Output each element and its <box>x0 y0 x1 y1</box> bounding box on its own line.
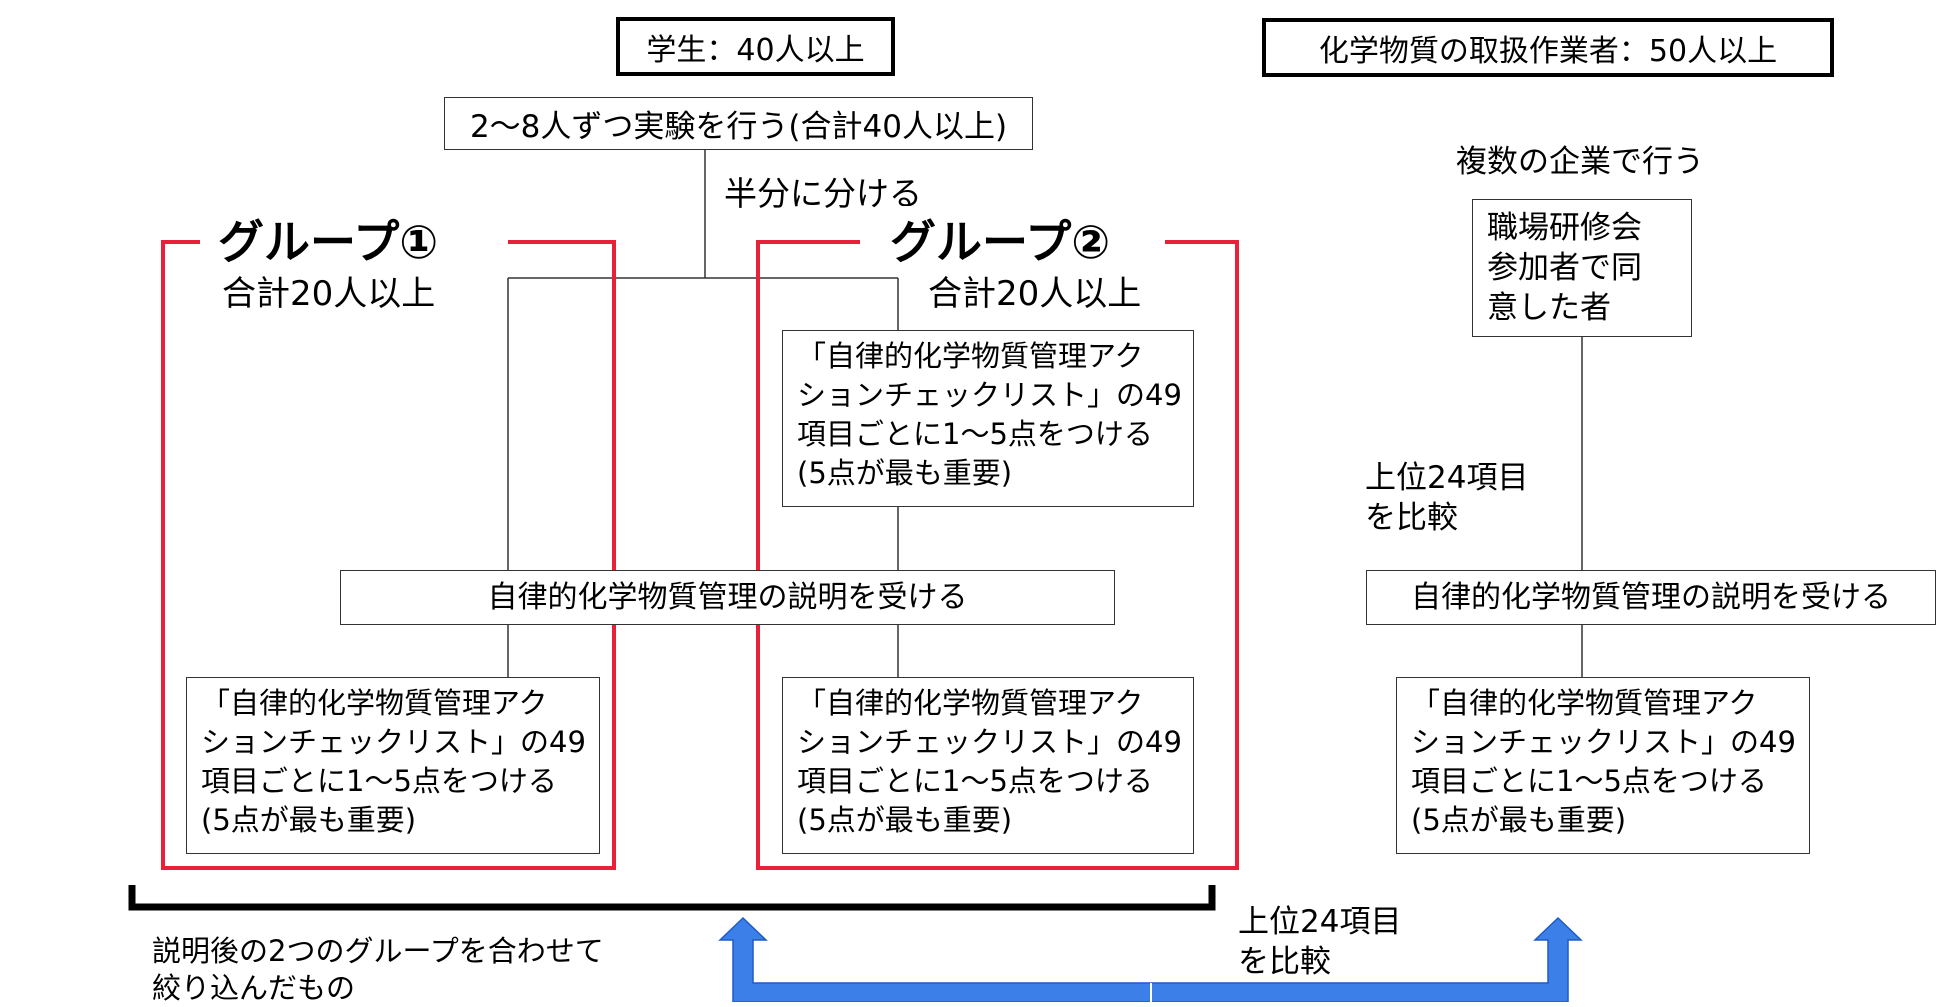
checklist-line: ションチェックリスト」の49 <box>797 725 1182 759</box>
workers-header: 化学物質の取扱作業者：50人以上 <box>1262 18 1834 77</box>
checklist-line: 「自律的化学物質管理アク <box>1411 686 1758 720</box>
checklist-line: ションチェックリスト」の49 <box>201 725 586 759</box>
checklist-line: 項目ごとに1〜5点をつける <box>1411 764 1767 798</box>
checklist-line: (5点が最も重要) <box>797 456 1013 490</box>
compare-label-bottom: 上位24項目 を比較 <box>1238 902 1401 982</box>
compare-label-right: 上位24項目 を比較 <box>1365 458 1528 538</box>
workplace-box: 職場研修会 参加者で同 意した者 <box>1472 199 1692 337</box>
checklist-box-group1-after: 「自律的化学物質管理アク ションチェックリスト」の49 項目ごとに1〜5点をつけ… <box>186 677 600 854</box>
workplace-line: 参加者で同 <box>1487 250 1642 286</box>
merged-line: 絞り込んだもの <box>152 971 356 1005</box>
checklist-line: (5点が最も重要) <box>1411 803 1627 837</box>
group2-border <box>756 240 1239 870</box>
compare-line: を比較 <box>1238 944 1331 980</box>
checklist-line: ションチェックリスト」の49 <box>797 378 1182 412</box>
merged-line: 説明後の2つのグループを合わせて <box>152 934 604 968</box>
explanation-box: 自律的化学物質管理の説明を受ける <box>340 570 1115 625</box>
checklist-line: 「自律的化学物質管理アク <box>797 686 1144 720</box>
checklist-line: 「自律的化学物質管理アク <box>797 339 1144 373</box>
checklist-line: 「自律的化学物質管理アク <box>201 686 548 720</box>
group2-subtitle: 合計20人以上 <box>928 274 1142 314</box>
checklist-line: ションチェックリスト」の49 <box>1411 725 1796 759</box>
checklist-line: 項目ごとに1〜5点をつける <box>201 764 557 798</box>
group2-title: グループ② <box>880 206 1121 272</box>
experiment-box: 2〜8人ずつ実験を行う(合計40人以上) <box>444 97 1033 150</box>
compare-line: を比較 <box>1365 500 1458 536</box>
students-header: 学生：40人以上 <box>616 17 895 76</box>
merge-bracket <box>128 885 1216 911</box>
checklist-line: 項目ごとに1〜5点をつける <box>797 764 1153 798</box>
checklist-box-group2-after: 「自律的化学物質管理アク ションチェックリスト」の49 項目ごとに1〜5点をつけ… <box>782 677 1194 854</box>
explanation-box-right: 自律的化学物質管理の説明を受ける <box>1366 570 1936 625</box>
multi-company-label: 複数の企業で行う <box>1456 144 1704 180</box>
checklist-line: (5点が最も重要) <box>201 803 417 837</box>
compare-line: 上位24項目 <box>1365 460 1529 496</box>
group1-subtitle: 合計20人以上 <box>222 274 436 314</box>
checklist-line: 項目ごとに1〜5点をつける <box>797 417 1153 451</box>
checklist-box-group2-before: 「自律的化学物質管理アク ションチェックリスト」の49 項目ごとに1〜5点をつけ… <box>782 330 1194 507</box>
checklist-box-workers: 「自律的化学物質管理アク ションチェックリスト」の49 項目ごとに1〜5点をつけ… <box>1396 677 1810 854</box>
group1-title: グループ① <box>208 206 449 272</box>
checklist-line: (5点が最も重要) <box>797 803 1013 837</box>
group1-border <box>161 240 616 870</box>
workplace-line: 意した者 <box>1487 290 1611 326</box>
merged-label: 説明後の2つのグループを合わせて 絞り込んだもの <box>152 933 604 1007</box>
workplace-line: 職場研修会 <box>1487 210 1642 246</box>
compare-line: 上位24項目 <box>1238 904 1402 940</box>
